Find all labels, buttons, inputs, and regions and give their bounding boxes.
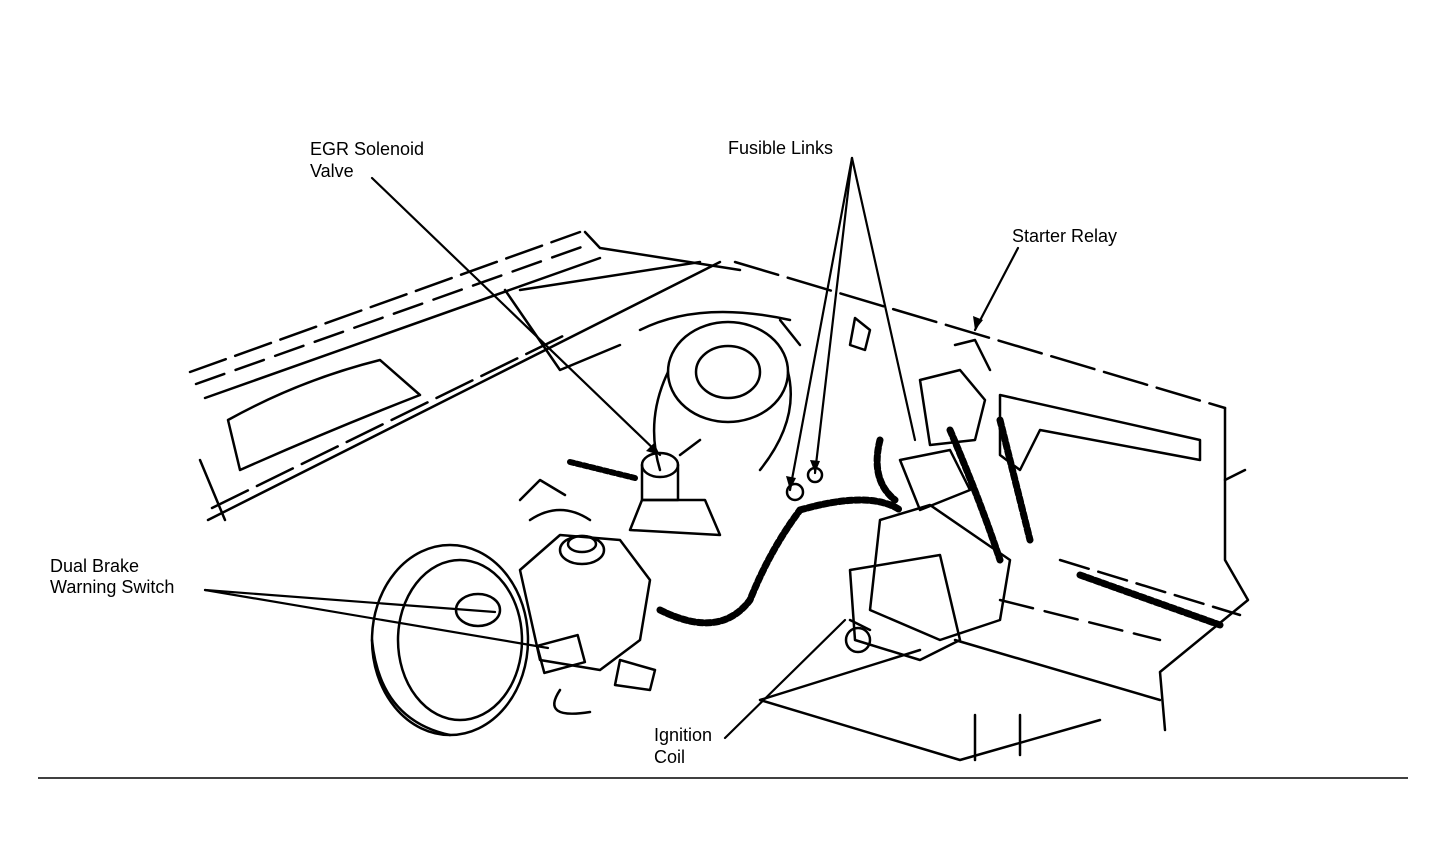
leader-fusible-2	[813, 156, 854, 475]
ignition-coil	[844, 553, 962, 662]
starter-relay-cluster	[868, 338, 1012, 642]
fusible-links-label: Fusible Links	[728, 138, 834, 158]
starter-relay-label: Starter Relay	[1012, 226, 1118, 246]
ignition-coil-label-line1: Ignition	[654, 725, 713, 745]
firewall-panel	[733, 260, 1250, 762]
wiring-harness	[656, 416, 1224, 629]
fender-outline	[188, 230, 742, 522]
leader-egr	[370, 176, 662, 457]
leader-lines	[203, 156, 1020, 740]
egr-solenoid-label-line1: EGR Solenoid	[310, 139, 425, 159]
leader-starter	[973, 246, 1020, 332]
egr-solenoid-label-line2: Valve	[310, 161, 354, 181]
leader-arrowheads	[646, 316, 983, 490]
leader-fusible-3	[850, 156, 917, 442]
leader-ignition	[723, 618, 847, 740]
leader-dual-brake-2	[203, 588, 550, 650]
strut-tower	[638, 310, 792, 472]
egr-solenoid-valve	[567, 438, 722, 537]
master-cylinder	[518, 478, 657, 715]
dual-brake-label-line2: Warning Switch	[50, 577, 175, 597]
leader-dual-brake-1	[203, 588, 497, 614]
ignition-coil-label-line2: Coil	[654, 747, 686, 767]
leader-fusible-1	[788, 156, 854, 492]
fusible-link-connectors	[778, 316, 872, 502]
dual-brake-label-line1: Dual Brake	[50, 556, 140, 576]
